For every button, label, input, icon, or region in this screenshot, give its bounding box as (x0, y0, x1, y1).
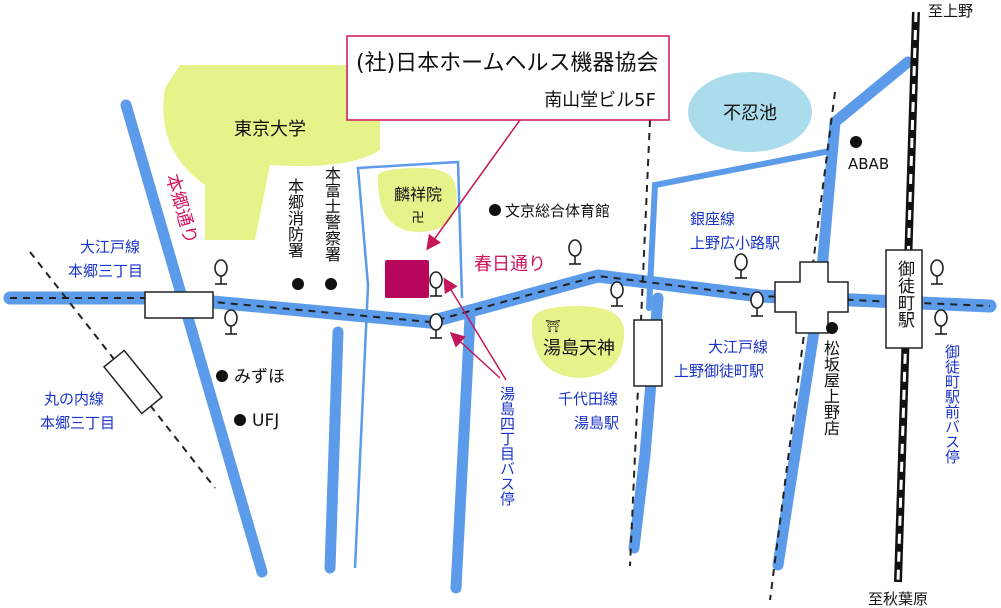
matsuzakaya-label: 松坂屋上野店 (821, 340, 840, 436)
oedo-hongo3-line1: 大江戸線 (80, 238, 140, 256)
bus-stop-icon (429, 313, 443, 339)
station-box-marunouchi-hongo3 (102, 349, 164, 415)
okachimachi-station-label: 御徒町駅 (894, 260, 914, 328)
tokyo-university-area (163, 65, 380, 240)
chiyoda-yushima-label: 千代田線 湯島駅 (558, 390, 623, 432)
motofuji-police-label: 本富士警察署 (322, 166, 341, 262)
bus-stop-icon (568, 239, 582, 265)
station-box-chiyoda-yushima (633, 319, 663, 387)
bus-stop-arrow-1 (443, 277, 507, 381)
matsuzakaya-marker (826, 322, 838, 334)
yushima4-bus-stop-label: 湯島四丁目バス停 (498, 386, 516, 506)
association-name: (社)日本ホームヘルス機器協会 (356, 51, 659, 76)
subway-lines (10, 91, 991, 601)
station-box-oedo-hongo3 (144, 291, 214, 319)
shinobazu-label: 不忍池 (723, 103, 777, 124)
to-akihabara-label: 至秋葉原 (868, 590, 928, 608)
bus-stop-icon (734, 253, 748, 279)
title-box: (社)日本ホームヘルス機器協会 南山堂ビル5F (346, 35, 670, 121)
rinshoin-label: 麟祥院 (394, 185, 442, 204)
oedo-ueno-line1: 大江戸線 (708, 338, 768, 356)
rinshoin-boundary (353, 160, 464, 569)
oedo-ueno-okachimachi-label: 大江戸線 上野御徒町駅 (674, 338, 773, 380)
gym-label: 文京総合体育館 (505, 202, 610, 220)
building-name: 南山堂ビル5F (544, 90, 656, 111)
bus-stop-icon (214, 259, 228, 285)
tokyo-university-label: 東京大学 (234, 119, 306, 140)
bus-stops (214, 239, 948, 339)
ufj-label: UFJ (252, 411, 279, 431)
marunouchi-hongo3-line1: 丸の内線 (44, 390, 104, 408)
marunouchi-hongo3-label: 丸の内線 本郷三丁目 (40, 390, 115, 432)
bus-stop-icon (934, 309, 948, 335)
bus-stop-icon (750, 291, 764, 317)
marunouchi-hongo3-line2: 本郷三丁目 (40, 414, 115, 432)
to-ueno-label: 至上野 (928, 2, 973, 20)
bus-stop-arrow-2 (449, 331, 501, 379)
target-building-marker (385, 260, 429, 298)
station-box-ueno-hirokoji (774, 261, 849, 334)
yushima-tenjin-area (531, 306, 625, 378)
kasuga-dori-label: 春日通り (474, 254, 546, 275)
abab-label: ABAB (848, 155, 889, 173)
ginza-ueno-hirokoji-label: 銀座線 上野広小路駅 (690, 210, 780, 252)
station-box-okachimachi (885, 249, 923, 349)
bus-stop-icon (224, 309, 238, 335)
oedo-hongo3-line2: 本郷三丁目 (68, 262, 143, 280)
mizuho-marker (216, 370, 228, 382)
abab-marker (850, 136, 862, 148)
bus-stop-icon (930, 259, 944, 285)
shinobazu-pond (688, 72, 812, 152)
title-pointer-arrow (426, 119, 521, 251)
chiyoda-line1: 千代田線 (558, 390, 618, 408)
oedo-hongo3-label: 大江戸線 本郷三丁目 (68, 238, 145, 280)
yushima-tenjin-shrine-icon: ⛩ (545, 319, 560, 333)
ginza-line2: 上野広小路駅 (690, 234, 780, 252)
chiyoda-line2: 湯島駅 (574, 414, 619, 432)
ginza-line1: 銀座線 (690, 210, 735, 228)
ufj-marker (234, 414, 246, 426)
rinshoin-area (377, 168, 457, 232)
rinshoin-temple-icon: 卍 (411, 211, 424, 226)
hongo-fire-station-label: 本郷消防署 (285, 178, 304, 258)
gym-marker (489, 204, 501, 216)
bus-stop-icon (610, 281, 624, 307)
okachimachi-bus-stop-label: 御徒町駅前バス停 (943, 344, 961, 464)
fire-station-marker (292, 278, 304, 290)
bus-stop-icon (429, 271, 443, 297)
police-station-marker (325, 278, 337, 290)
roads (3, 56, 997, 594)
mizuho-label: みずほ (234, 367, 285, 387)
yushima-tenjin-label: 湯島天神 (543, 338, 615, 359)
oedo-ueno-line2: 上野御徒町駅 (674, 362, 764, 380)
